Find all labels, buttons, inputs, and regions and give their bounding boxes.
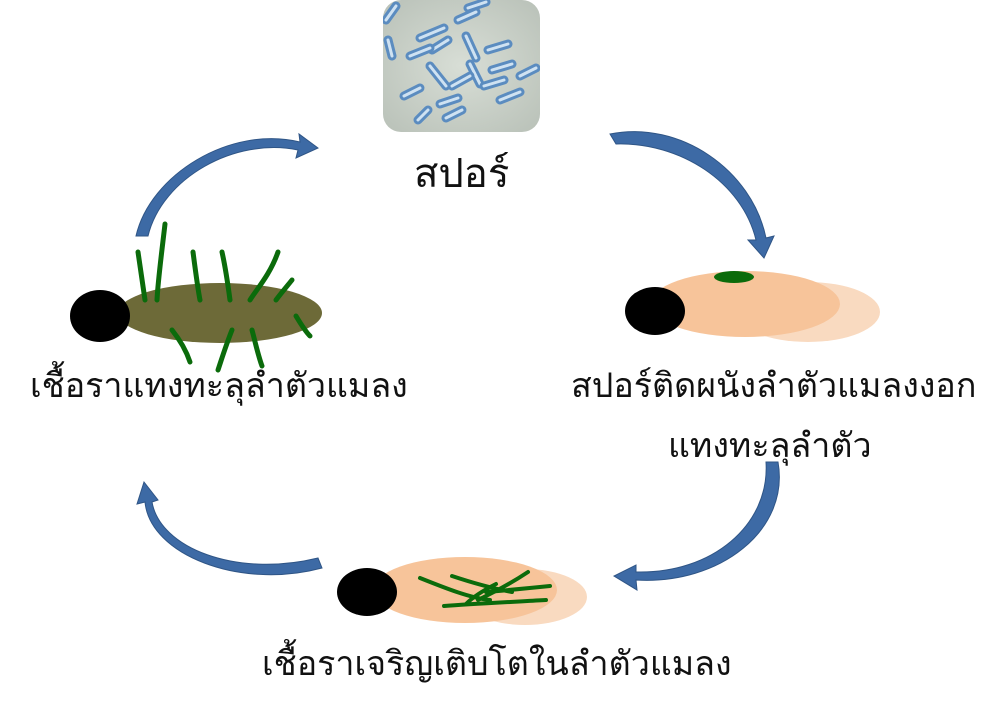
stage-label-growth: เชื้อราเจริญเติบโตในลำตัวแมลง (262, 644, 732, 684)
larva-body (650, 271, 840, 337)
larva-internal-growth (337, 557, 587, 625)
spore-cell-highlight (416, 108, 430, 122)
spore-cell-highlight (444, 108, 464, 120)
larva-body (373, 557, 557, 623)
larva-body (118, 283, 322, 343)
cycle-arrows (135, 131, 780, 591)
fungal-hypha-icon (135, 221, 313, 373)
fungal-hypha-icon (418, 570, 552, 608)
cycle-arrow-icon (609, 131, 775, 259)
stage-label-spore: สปอร์ (414, 151, 510, 197)
spore-cell-highlight (408, 46, 432, 58)
spore-cell-highlight (438, 96, 460, 106)
stage-label-attach-line2: แทงทะลุลำตัว (668, 426, 872, 466)
spore-cell-highlight (456, 10, 478, 22)
spore-cell-highlight (464, 34, 478, 60)
stage-label-breakthrough: เชื้อราแทงทะลุลำตัวแมลง (30, 366, 408, 406)
spore-micrograph-image (383, 0, 540, 132)
cycle-arrow-icon (612, 461, 780, 591)
spore-cell-highlight (486, 42, 510, 52)
larva-head (625, 287, 685, 335)
larva-head (70, 290, 130, 342)
cycle-arrow-icon (136, 480, 323, 576)
spore-cell-highlight (482, 78, 506, 88)
spore-cell-highlight (498, 90, 522, 102)
larva-spore-attached (625, 271, 880, 342)
stage-label-attach-line1: สปอร์ติดผนังลำตัวแมลงงอก (571, 366, 977, 406)
spore-cell-highlight (450, 74, 472, 88)
spore-cell-highlight (518, 66, 538, 78)
cycle-arrow-icon (135, 132, 319, 237)
spore-cell-highlight (468, 62, 482, 86)
larva-head (337, 568, 397, 616)
spore-cell-highlight (384, 4, 398, 22)
spore-cell-highlight (418, 26, 446, 40)
spore-cell-highlight (490, 62, 514, 72)
spore-cell-highlight (386, 38, 394, 58)
attached-spore (714, 271, 754, 283)
spore-cell-highlight (430, 38, 450, 52)
spore-cell-highlight (428, 64, 448, 88)
spore-cell-highlight (466, 0, 488, 10)
spore-cell-highlight (402, 86, 422, 98)
larva-infested (70, 221, 322, 373)
